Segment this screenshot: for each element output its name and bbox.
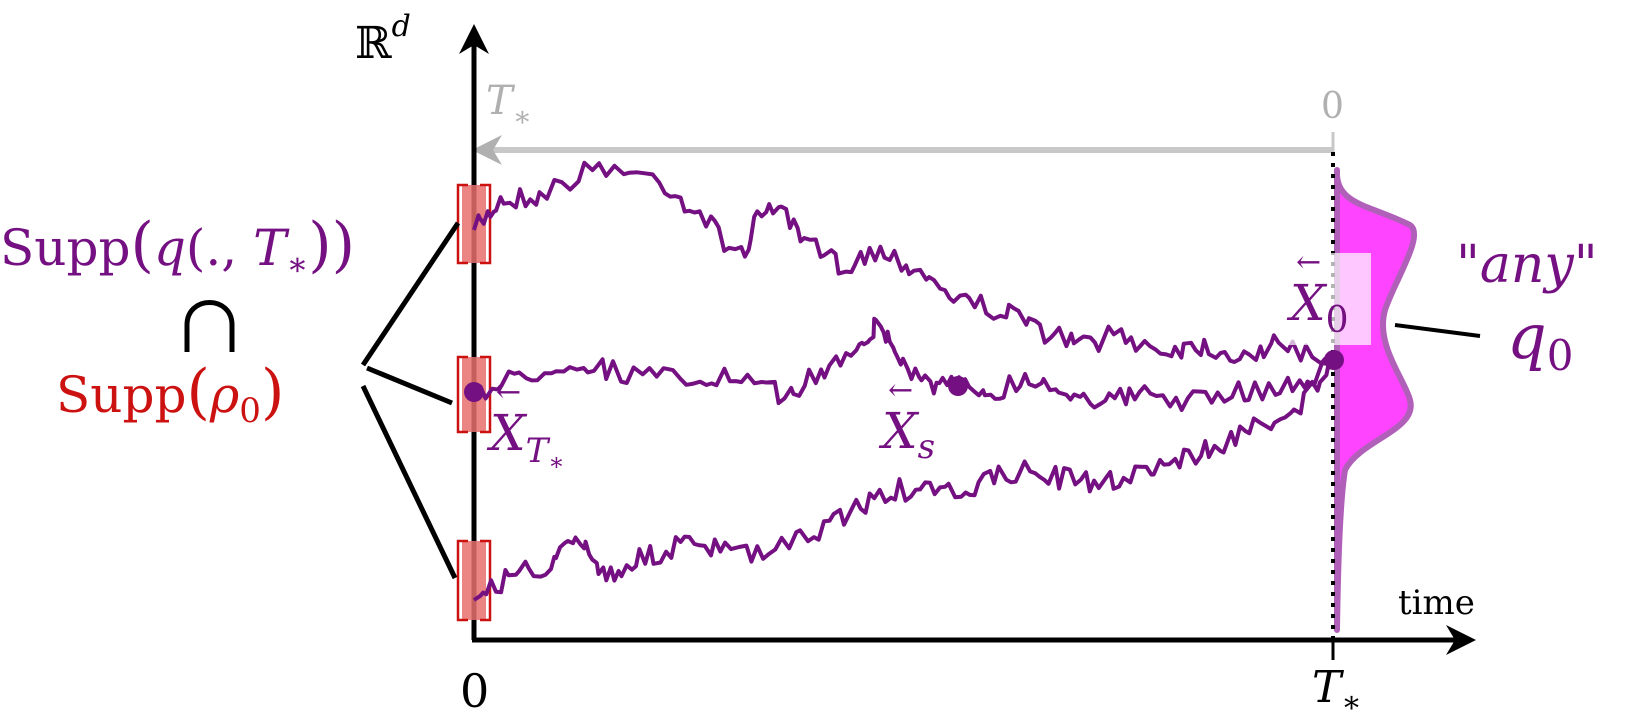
brownian-paths (472, 160, 1336, 602)
point-x-s (948, 376, 968, 396)
point-x-0 (1324, 350, 1344, 370)
support-segment-bottom (456, 539, 492, 622)
svg-text:Xs: Xs (878, 402, 935, 467)
point-x-t-star (464, 382, 484, 402)
pointer-line-bottom (360, 384, 458, 580)
brownian-path-middle (472, 316, 1336, 412)
x-axis-label: time (1398, 583, 1475, 623)
x0-label-background (1288, 253, 1371, 345)
x-axis-end-tick-label: T∗ (1312, 662, 1362, 719)
pointer-line-middle (366, 365, 453, 406)
pointer-line-q0 (1394, 323, 1481, 338)
x-s-label: ← Xs (878, 373, 935, 467)
intersection-icon (184, 300, 235, 352)
reverse-time-end-label: 0 (1321, 86, 1344, 127)
supp-rho-label: Supp(ρ0) (56, 357, 284, 431)
svg-text:←: ← (496, 375, 521, 410)
svg-text:X0: X0 (1286, 274, 1349, 341)
brownian-path-bottom (472, 352, 1336, 602)
support-segments (456, 183, 492, 622)
q0-label: q0 (1507, 300, 1573, 380)
q0-density-curve (1333, 167, 1418, 633)
supp-q-label: Supp(q(., T∗)) (0, 210, 355, 283)
pointer-line-top (360, 221, 461, 367)
svg-text:XT∗: XT∗ (486, 404, 565, 476)
x-0-label: ← X0 (1286, 245, 1349, 341)
brownian-path-top (472, 160, 1335, 366)
any-label: "any" (1456, 235, 1598, 295)
x-t-star-label: ← XT∗ (486, 375, 565, 476)
svg-text:←: ← (888, 373, 913, 408)
y-axis-label: ℝd (355, 9, 411, 69)
reverse-time-start-label: T∗ (486, 78, 532, 133)
svg-text:←: ← (1296, 245, 1321, 280)
x-axis-origin-tick-label: 0 (460, 664, 489, 718)
